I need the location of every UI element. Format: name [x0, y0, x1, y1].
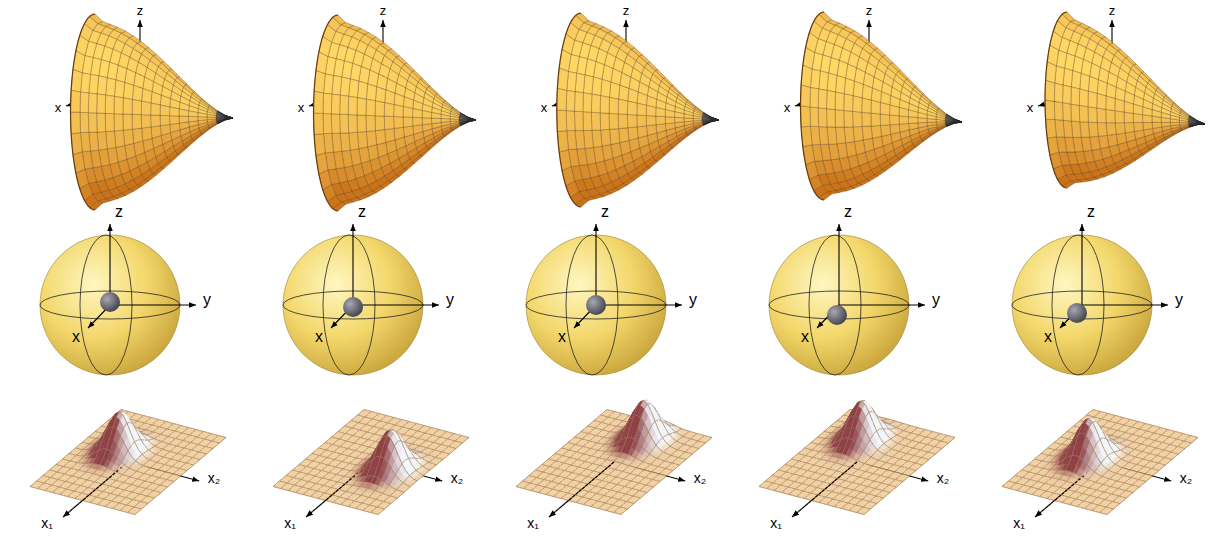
- figure: zxzxzxzxzxzyxzyxzyxzyxzyxx₁x₂x₁x₂x₁x₂x₁x…: [0, 0, 1216, 540]
